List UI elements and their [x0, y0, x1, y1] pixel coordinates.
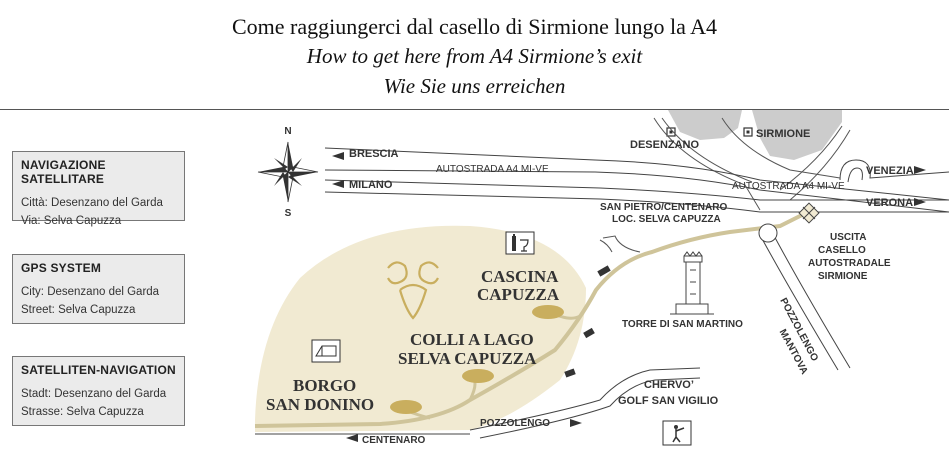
road-desenzano — [653, 117, 761, 211]
road-selva-capuzza — [254, 208, 813, 428]
road-pozzolengo-mantova — [759, 234, 839, 371]
label-verona: VERONA — [866, 197, 913, 209]
compass-south: S — [285, 208, 292, 219]
ornament-icon — [387, 261, 439, 320]
autostrada-lower — [324, 179, 949, 201]
arrow-left-icon — [346, 434, 358, 442]
lake-sirmione — [752, 110, 842, 160]
arrow-right-icon — [914, 166, 926, 174]
compass-north: N — [284, 126, 291, 137]
label-san-pietro: SAN PIETRO/CENTENARO — [600, 202, 727, 213]
label-cascina: CASCINA — [481, 267, 559, 286]
label-torre: TORRE DI SAN MARTINO — [622, 319, 743, 330]
borgo-san-donino-marker — [390, 400, 422, 414]
label-borgo: BORGO — [293, 376, 356, 395]
nav-box-german: SATELLITEN-NAVIGATION Stadt: Desenzano d… — [12, 356, 185, 426]
villa-icon — [311, 339, 341, 363]
road-sirmione — [721, 117, 841, 179]
label-colli-a-lago: COLLI A LAGO — [410, 330, 534, 349]
label-venezia: VENEZIA — [866, 165, 914, 177]
road-pozzolengo — [469, 367, 701, 431]
header: Come raggiungerci dal casello di Sirmion… — [0, 0, 949, 108]
label-autostradale: AUTOSTRADALE — [808, 258, 891, 269]
label-golf-san-vigilio: GOLF SAN VIGILIO — [618, 395, 719, 407]
title-english: How to get here from A4 Sirmione’s exit — [306, 44, 643, 68]
golf-icon — [662, 420, 692, 446]
label-milano: MILANO — [349, 179, 393, 191]
nav-box-street: Strasse: Selva Capuzza — [21, 406, 144, 418]
label-casello: CASELLO — [818, 245, 866, 256]
label-uscita: USCITA — [830, 232, 866, 243]
label-autostrada-lower: AUTOSTRADA A4 MI-VE — [732, 181, 845, 192]
compass-rose-icon — [257, 141, 319, 203]
nav-box-city: Stadt: Desenzano del Garda — [21, 388, 167, 400]
title-german: Wie Sie uns erreichen — [383, 74, 566, 98]
label-chervo: CHERVO’ — [644, 379, 694, 391]
nav-box-title: NAVIGAZIONE SATELLITARE — [21, 158, 106, 186]
roundabout-icon — [758, 223, 778, 243]
label-brescia: BRESCIA — [349, 148, 399, 160]
route-map: N S BRESCIA MILANO AUTOSTRADA A4 MI-VE A… — [254, 110, 949, 446]
label-sirmione-exit: SIRMIONE — [818, 271, 868, 282]
nav-box-english: GPS SYSTEM City: Desenzano del Garda Str… — [12, 254, 185, 324]
arrow-left-icon — [332, 180, 344, 188]
label-centenaro: CENTENARO — [362, 435, 426, 446]
building-marker-icon — [583, 327, 595, 339]
label-sirmione-town: SIRMIONE — [756, 128, 810, 140]
label-capuzza: CAPUZZA — [477, 285, 560, 304]
arrow-left-icon — [332, 152, 344, 160]
building-marker-icon — [597, 265, 611, 277]
wine-icon — [505, 231, 535, 255]
label-desenzano: DESENZANO — [630, 139, 700, 151]
header-divider — [0, 109, 949, 110]
cascina-capuzza-marker — [532, 305, 564, 319]
nav-box-title: SATELLITEN-NAVIGATION — [21, 363, 176, 377]
nav-box-street: Via: Selva Capuzza — [21, 215, 122, 227]
label-selva-capuzza-loc: LOC. SELVA CAPUZZA — [612, 214, 721, 225]
label-selva-capuzza: SELVA CAPUZZA — [398, 349, 537, 368]
label-autostrada-upper: AUTOSTRADA A4 MI-VE — [436, 164, 549, 175]
nav-box-italian: NAVIGAZIONE SATELLITARE Città: Desenzano… — [12, 151, 185, 227]
venezia-interchange — [839, 159, 949, 181]
label-pozzolengo: POZZOLENGO — [480, 418, 550, 429]
nav-box-street: Street: Selva Capuzza — [21, 304, 136, 316]
arrow-right-icon — [914, 198, 926, 206]
title-italian: Come raggiungerci dal casello di Sirmion… — [231, 14, 718, 39]
colli-a-lago-marker — [462, 369, 494, 383]
label-san-donino: SAN DONINO — [266, 395, 374, 414]
tower-icon — [670, 251, 714, 315]
nav-box-city: Città: Desenzano del Garda — [21, 197, 163, 209]
building-marker-icon — [564, 368, 576, 378]
autostrada-upper — [324, 147, 949, 201]
lake-desenzano — [668, 110, 742, 140]
arrow-right-icon — [570, 419, 582, 427]
nav-box-city: City: Desenzano del Garda — [21, 286, 160, 298]
nav-box-title: GPS SYSTEM — [21, 261, 102, 275]
